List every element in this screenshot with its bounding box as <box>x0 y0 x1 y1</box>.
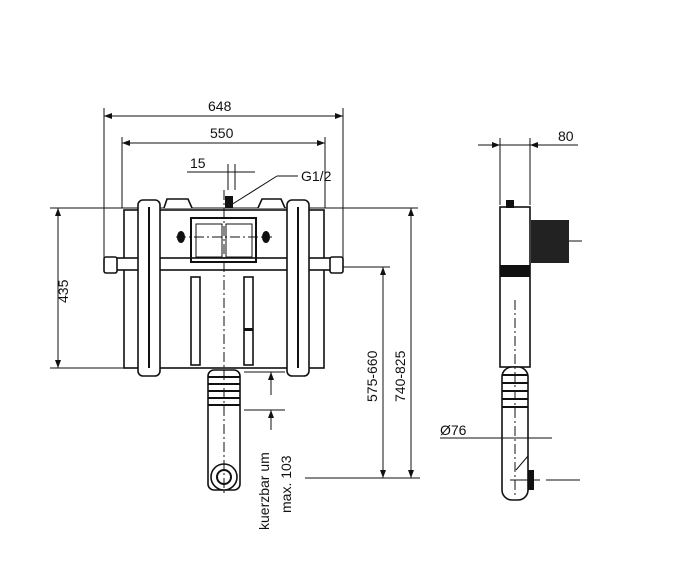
dimension-435: 435 <box>55 208 71 368</box>
dimension-label-648: 648 <box>208 98 232 114</box>
dimension-label-435: 435 <box>55 279 71 303</box>
dimension-15: 15 <box>187 155 255 190</box>
dimension-label-740-825: 740-825 <box>392 350 408 402</box>
front-view: 648 550 15 G1/2 <box>50 98 420 530</box>
dimension-740-825: 740-825 <box>392 208 414 478</box>
side-body <box>499 200 582 501</box>
inlet-thread-label: G1/2 <box>301 168 332 184</box>
dimension-80: 80 <box>478 128 578 205</box>
dimension-575-660: 575-660 <box>364 267 386 478</box>
shortening-dimension: kuerzbar um max. 103 <box>244 371 294 530</box>
dimension-label-80: 80 <box>558 128 574 144</box>
flush-pipe <box>207 190 241 495</box>
dimension-diameter-76: Ø76 <box>440 422 552 439</box>
dimension-648: 648 <box>103 98 344 258</box>
dimension-label-diameter-76: Ø76 <box>440 422 467 438</box>
shortening-note-line2: max. 103 <box>278 455 294 513</box>
dimension-label-550: 550 <box>210 125 234 141</box>
dimension-label-575-660: 575-660 <box>364 350 380 402</box>
shortening-note-line1: kuerzbar um <box>256 452 272 530</box>
inlet-leader: G1/2 <box>230 168 332 206</box>
dimension-label-15: 15 <box>190 155 206 171</box>
side-view: 80 Ø76 <box>440 128 582 501</box>
dimension-550: 550 <box>121 125 326 208</box>
